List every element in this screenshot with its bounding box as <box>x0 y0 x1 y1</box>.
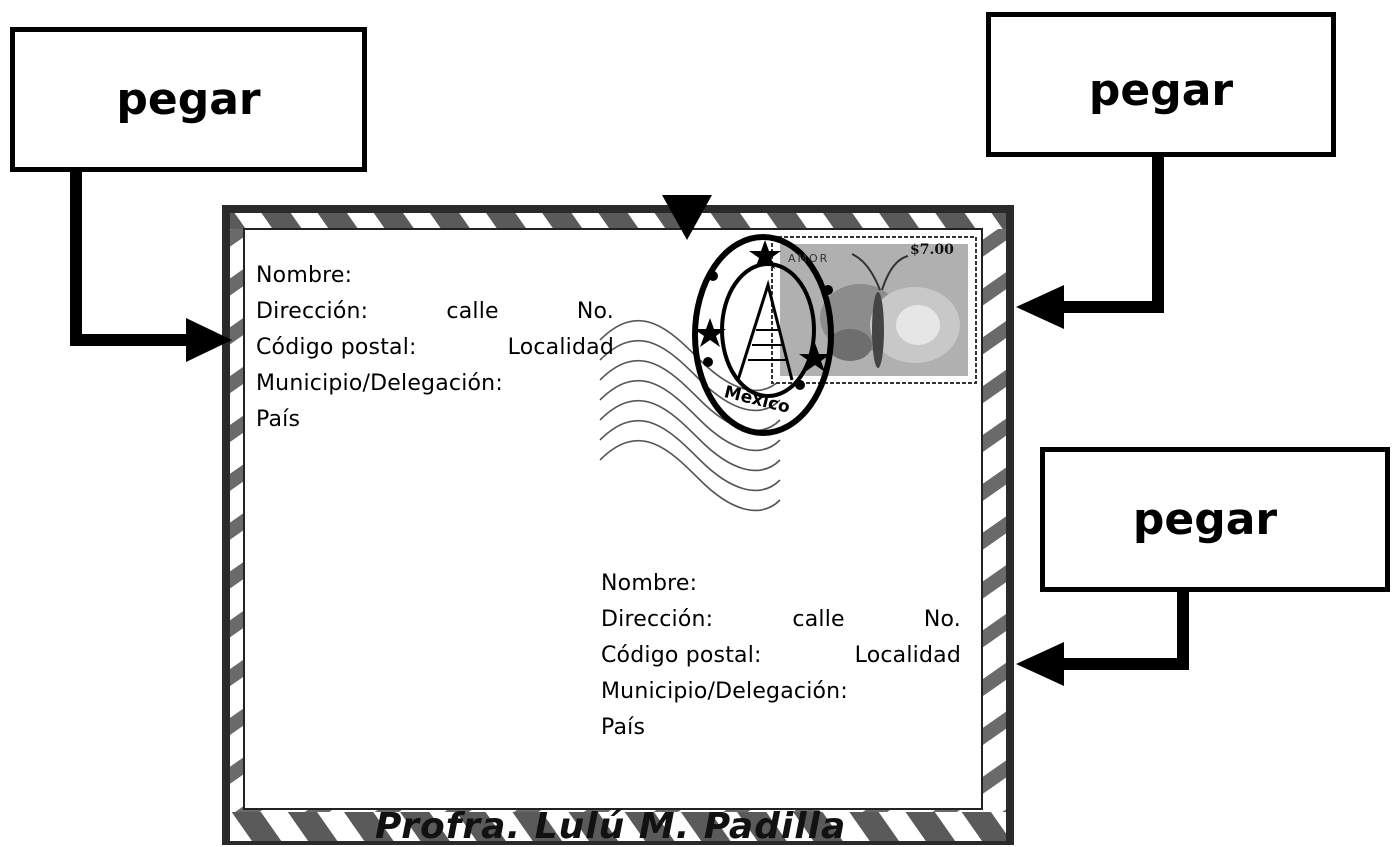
locality-label: Localidad <box>507 335 614 360</box>
name-label: Nombre: <box>601 571 698 596</box>
dot-icon <box>795 380 805 390</box>
stamp-price: $7.00 <box>910 242 954 258</box>
stamp-word: AMOR <box>788 252 830 265</box>
locality-label: Localidad <box>854 643 961 668</box>
paste-box-sender: pegar <box>10 27 367 172</box>
dot-icon <box>703 357 713 367</box>
street-label: calle <box>446 299 499 324</box>
arrow-right-to-stamp <box>1016 155 1164 329</box>
star-icon <box>694 318 726 347</box>
arrow-left-to-sender <box>70 170 232 362</box>
postal-code-label: Código postal: <box>256 335 417 360</box>
arrow-lower-to-recipient <box>1016 590 1189 686</box>
postmark-stars <box>694 240 833 390</box>
address-label: Dirección: <box>601 607 714 632</box>
recipient-address: Nombre: Dirección: calle No. Código post… <box>601 566 961 746</box>
arrow-right-icon <box>186 318 232 362</box>
country-label: País <box>256 407 301 432</box>
arrow-left-icon <box>1016 285 1064 329</box>
number-label: No. <box>923 607 961 632</box>
sender-address: Nombre: Dirección: calle No. Código post… <box>256 258 614 438</box>
paste-label: pegar <box>1088 65 1234 116</box>
footer-credit: Profra. Lulú M. Padilla <box>375 806 847 847</box>
name-label: Nombre: <box>256 263 353 288</box>
number-label: No. <box>576 299 614 324</box>
envelope-border-bottom <box>230 812 1006 841</box>
address-label: Dirección: <box>256 299 369 324</box>
star-icon <box>799 343 831 372</box>
postal-code-label: Código postal: <box>601 643 762 668</box>
country-label: País <box>601 715 646 740</box>
paste-box-stamp: pegar <box>986 12 1336 157</box>
paste-label: pegar <box>116 74 261 125</box>
municipality-label: Municipio/Delegación: <box>601 679 848 704</box>
down-arrow-icon <box>662 195 712 240</box>
street-label: calle <box>792 607 845 632</box>
paste-box-recipient: pegar <box>1040 447 1390 592</box>
dot-icon <box>708 271 718 281</box>
paste-label: pegar <box>1132 494 1278 545</box>
dot-icon <box>823 285 833 295</box>
municipality-label: Municipio/Delegación: <box>256 371 503 396</box>
envelope-border-top <box>230 213 1006 229</box>
arrow-left-icon <box>1016 642 1064 686</box>
star-icon <box>749 240 781 269</box>
